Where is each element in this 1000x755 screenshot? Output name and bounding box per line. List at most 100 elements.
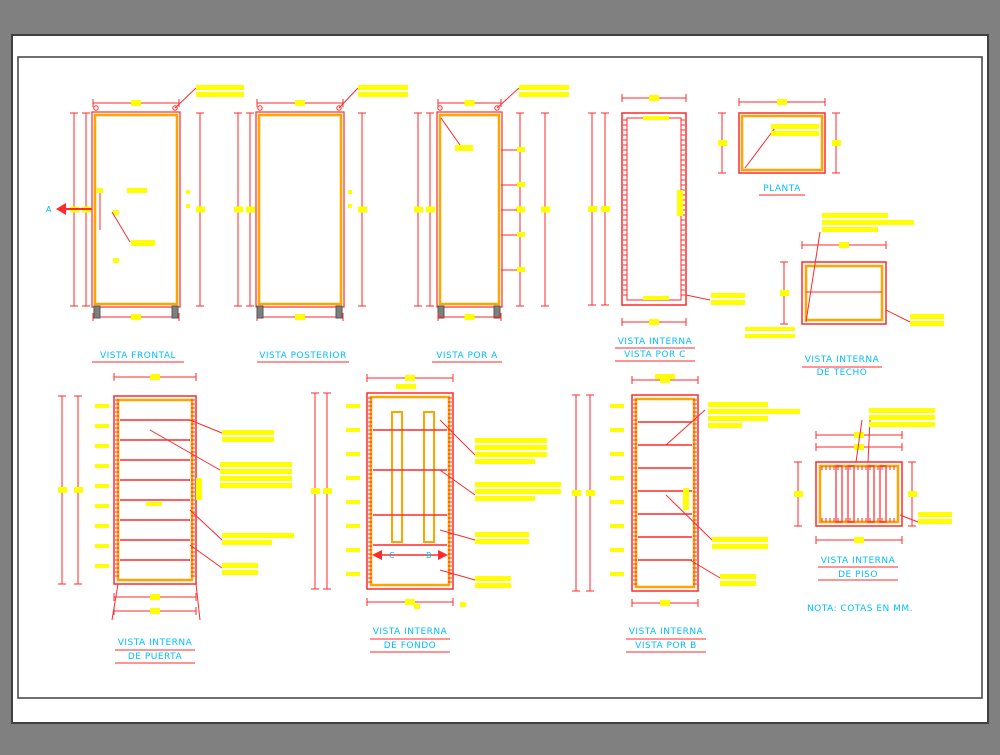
dimension-line bbox=[855, 419, 863, 463]
label-puerta-1: VISTA INTERNA bbox=[118, 638, 193, 648]
annotation-tag bbox=[396, 384, 416, 389]
posterior-height-outer-value bbox=[234, 206, 243, 213]
annotation-tag bbox=[475, 576, 511, 581]
section-c-arrow bbox=[372, 550, 382, 560]
por-b-row-tag bbox=[610, 572, 624, 576]
annotation-tag bbox=[517, 147, 525, 152]
techo-width-dim-value bbox=[839, 242, 849, 248]
annotation-tag bbox=[711, 293, 745, 298]
fondo-outer bbox=[366, 392, 454, 590]
label-planta: PLANTA bbox=[763, 184, 801, 194]
techo-inner bbox=[804, 264, 884, 322]
annotation-tag bbox=[869, 408, 935, 413]
c-height-outer-value bbox=[588, 206, 597, 212]
annotation-tag bbox=[475, 532, 529, 537]
annotation-tag bbox=[771, 124, 819, 129]
por-a-callout-text-1 bbox=[519, 85, 569, 90]
label-vista-frontal: VISTA FRONTAL bbox=[100, 351, 176, 361]
piso-depth-dim-value bbox=[794, 491, 803, 497]
annotation-tag bbox=[414, 604, 420, 609]
annotation-tag bbox=[712, 537, 768, 542]
frontal-leg-left bbox=[93, 305, 101, 319]
dimension-line bbox=[440, 117, 461, 146]
annotation-tag bbox=[222, 540, 272, 545]
puerta-width-dim-value bbox=[150, 374, 160, 380]
por-b-inner bbox=[634, 397, 696, 589]
annotation-tag bbox=[517, 232, 525, 237]
por-b-width-dim-value bbox=[660, 377, 670, 383]
frontal-callout-text-2 bbox=[196, 92, 244, 97]
annotation-tag bbox=[186, 204, 190, 208]
piso-bottom-dim-value bbox=[854, 537, 864, 543]
leader-anchor bbox=[494, 105, 500, 111]
annotation-tag bbox=[348, 190, 352, 194]
puerta-side-tag bbox=[196, 478, 202, 500]
por-a-width-dim-value bbox=[464, 100, 475, 106]
leader-anchor bbox=[257, 105, 263, 111]
annotation-tag bbox=[186, 190, 190, 194]
por-b-row-tag bbox=[610, 404, 624, 408]
posterior-bottom-dim-value bbox=[295, 314, 305, 320]
section-b-arrow bbox=[438, 550, 448, 560]
fondo-row-tag bbox=[346, 476, 360, 480]
label-puerta-2: DE PUERTA bbox=[128, 652, 183, 662]
dimension-line bbox=[439, 569, 476, 581]
annotation-tag bbox=[708, 423, 742, 428]
techo-depth-dim-value bbox=[780, 290, 789, 296]
annotation-tag bbox=[869, 415, 935, 420]
leader-anchor bbox=[336, 105, 342, 111]
puerta-row-tag bbox=[95, 564, 109, 568]
piso-width-dim-value bbox=[854, 444, 864, 450]
frontal-bottom-dim-value bbox=[131, 314, 141, 320]
annotation-tag bbox=[475, 445, 547, 450]
section-marker-b: B bbox=[426, 551, 432, 560]
fondo-row-tag bbox=[346, 428, 360, 432]
fondo-row-tag bbox=[346, 524, 360, 528]
frontal-width-dim-value bbox=[131, 100, 141, 106]
annotation-tag bbox=[745, 327, 795, 331]
annotation-tag bbox=[517, 182, 525, 187]
fondo-post-1 bbox=[391, 411, 403, 543]
piso-joist bbox=[847, 465, 855, 523]
planta-leader bbox=[744, 127, 776, 169]
label-techo-1: VISTA INTERNA bbox=[805, 355, 880, 365]
frontal-callout-leader bbox=[174, 87, 197, 109]
annotation-tag bbox=[910, 321, 944, 326]
vista-posterior-frame-inner bbox=[257, 113, 343, 306]
annotation-tag bbox=[711, 300, 745, 305]
fondo-row-tag bbox=[346, 500, 360, 504]
annotation-tag bbox=[475, 496, 535, 501]
label-vista-interna-c-2: VISTA POR C bbox=[624, 350, 686, 360]
annotation-tag bbox=[918, 512, 952, 517]
annotation-tag bbox=[220, 476, 292, 481]
puerta-row-tag bbox=[95, 524, 109, 528]
por-a-callout-text-2 bbox=[519, 92, 569, 97]
piso-joist bbox=[879, 465, 887, 523]
puerta-height-inner-value bbox=[74, 487, 83, 493]
fondo-row-tag bbox=[346, 452, 360, 456]
label-techo-2: DE TECHO bbox=[817, 368, 868, 378]
annotation-tag bbox=[113, 258, 119, 263]
vista-frontal-frame-inner bbox=[93, 113, 179, 306]
annotation-tag bbox=[348, 204, 352, 208]
label-piso-1: VISTA INTERNA bbox=[821, 556, 896, 566]
frontal-callout-text-1 bbox=[196, 85, 244, 90]
piso-outer bbox=[815, 461, 903, 527]
label-vista-por-a: VISTA POR A bbox=[436, 351, 498, 361]
annotation-tag bbox=[655, 374, 675, 379]
label-por-b-2: VISTA POR B bbox=[635, 641, 697, 651]
annotation-tag bbox=[220, 483, 292, 488]
fondo-post-2 bbox=[423, 411, 435, 543]
label-fondo-1: VISTA INTERNA bbox=[373, 627, 448, 637]
puerta-bottom-dim-2-value bbox=[150, 608, 160, 614]
puerta-row-tag bbox=[95, 484, 109, 488]
annotation-tag bbox=[222, 563, 258, 568]
dimension-line bbox=[439, 469, 476, 496]
fondo-inner bbox=[369, 395, 451, 587]
puerta-leg bbox=[195, 583, 201, 621]
dimension-line bbox=[149, 429, 221, 471]
piso-joist bbox=[835, 465, 843, 523]
annotation-tag bbox=[222, 533, 294, 538]
vista-por-a-frame-inner bbox=[438, 113, 501, 306]
